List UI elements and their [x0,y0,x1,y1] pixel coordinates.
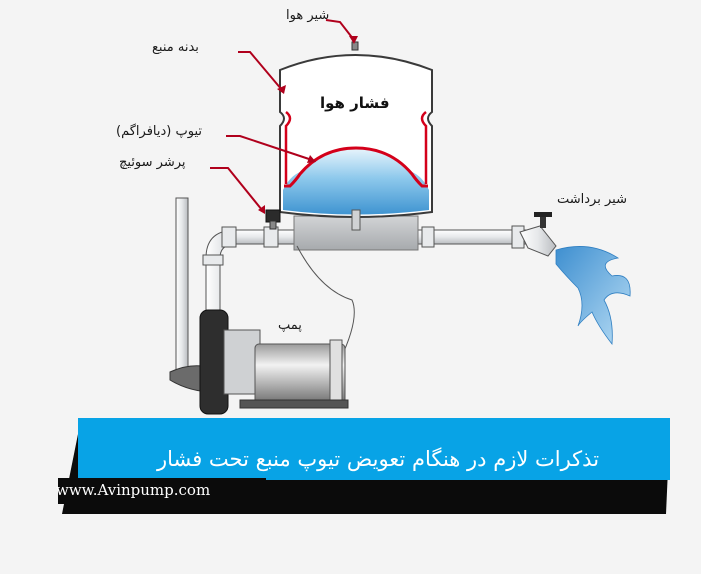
banner-title: تذکرات لازم در هنگام تعویض تیوپ منبع تحت… [156,447,600,471]
power-cable [296,245,355,361]
leader-arrowheads [258,36,358,214]
website-link[interactable]: www.Avinpump.com [56,481,211,499]
outlet-valve-label: شیر برداشت [557,192,627,207]
outlet-valve [519,212,557,257]
air-pressure-label: فشار هوا [320,94,390,112]
pump-label: پمپ [278,318,302,333]
pressure-tank [279,54,433,251]
air-valve [351,41,359,51]
air-valve-label: شیر هوا [286,8,330,23]
leader-lines [210,19,355,211]
standpipe [175,197,189,377]
title-banner [58,418,670,514]
pressure-switch [265,209,281,230]
water-spray [555,246,631,346]
pressure-switch-label: پرشر سوئیچ [119,155,186,170]
tank-body-label: بدنه منبع [152,40,199,55]
diaphragm-label: تیوپ (دیافراگم) [116,124,202,139]
pump [169,309,349,415]
